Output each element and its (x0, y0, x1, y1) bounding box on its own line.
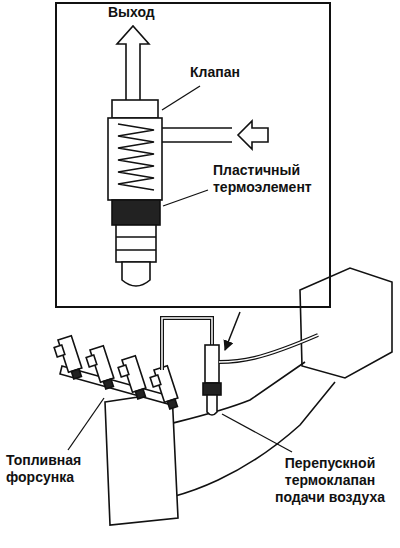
bypass-valve (205, 345, 219, 383)
part-label: Топливная форсунка (6, 452, 104, 486)
intake-manifold (105, 392, 178, 525)
inlet-arrow (238, 121, 268, 149)
fuel-injector (148, 366, 180, 412)
fuel-injector (52, 336, 84, 382)
leader-line (222, 414, 292, 452)
valve-cap (112, 100, 158, 118)
part-label: Перепускной термоклапан подачи воздуха (266, 455, 394, 506)
flow-label: Выход (108, 4, 155, 21)
valve-tip (122, 262, 150, 286)
valve-nut (116, 225, 156, 262)
valve-section (108, 26, 268, 286)
nut-edges (116, 237, 156, 250)
fuel-injector (84, 346, 116, 392)
valve-body (108, 118, 162, 200)
air-hose (219, 335, 318, 362)
outlet-arrow (117, 26, 149, 100)
leader-line (163, 190, 208, 206)
bypass-valve (207, 395, 217, 415)
inlet-pipe (162, 128, 232, 142)
valve-spring (118, 124, 154, 190)
leader-line (68, 398, 104, 450)
part-label: Пластичный термоэлемент (213, 162, 325, 196)
fuel-rail (60, 366, 170, 404)
fuel-injector (116, 356, 148, 402)
bypass-valve (203, 383, 221, 395)
air-hose (219, 335, 318, 362)
thermo-element (112, 200, 160, 225)
air-box (300, 268, 392, 378)
part-label: Клапан (190, 64, 240, 81)
leader-line (162, 86, 200, 110)
pointer-arrow (225, 312, 240, 350)
inset-frame: ВыходКлапанПластичный термоэлемент (55, 2, 331, 308)
